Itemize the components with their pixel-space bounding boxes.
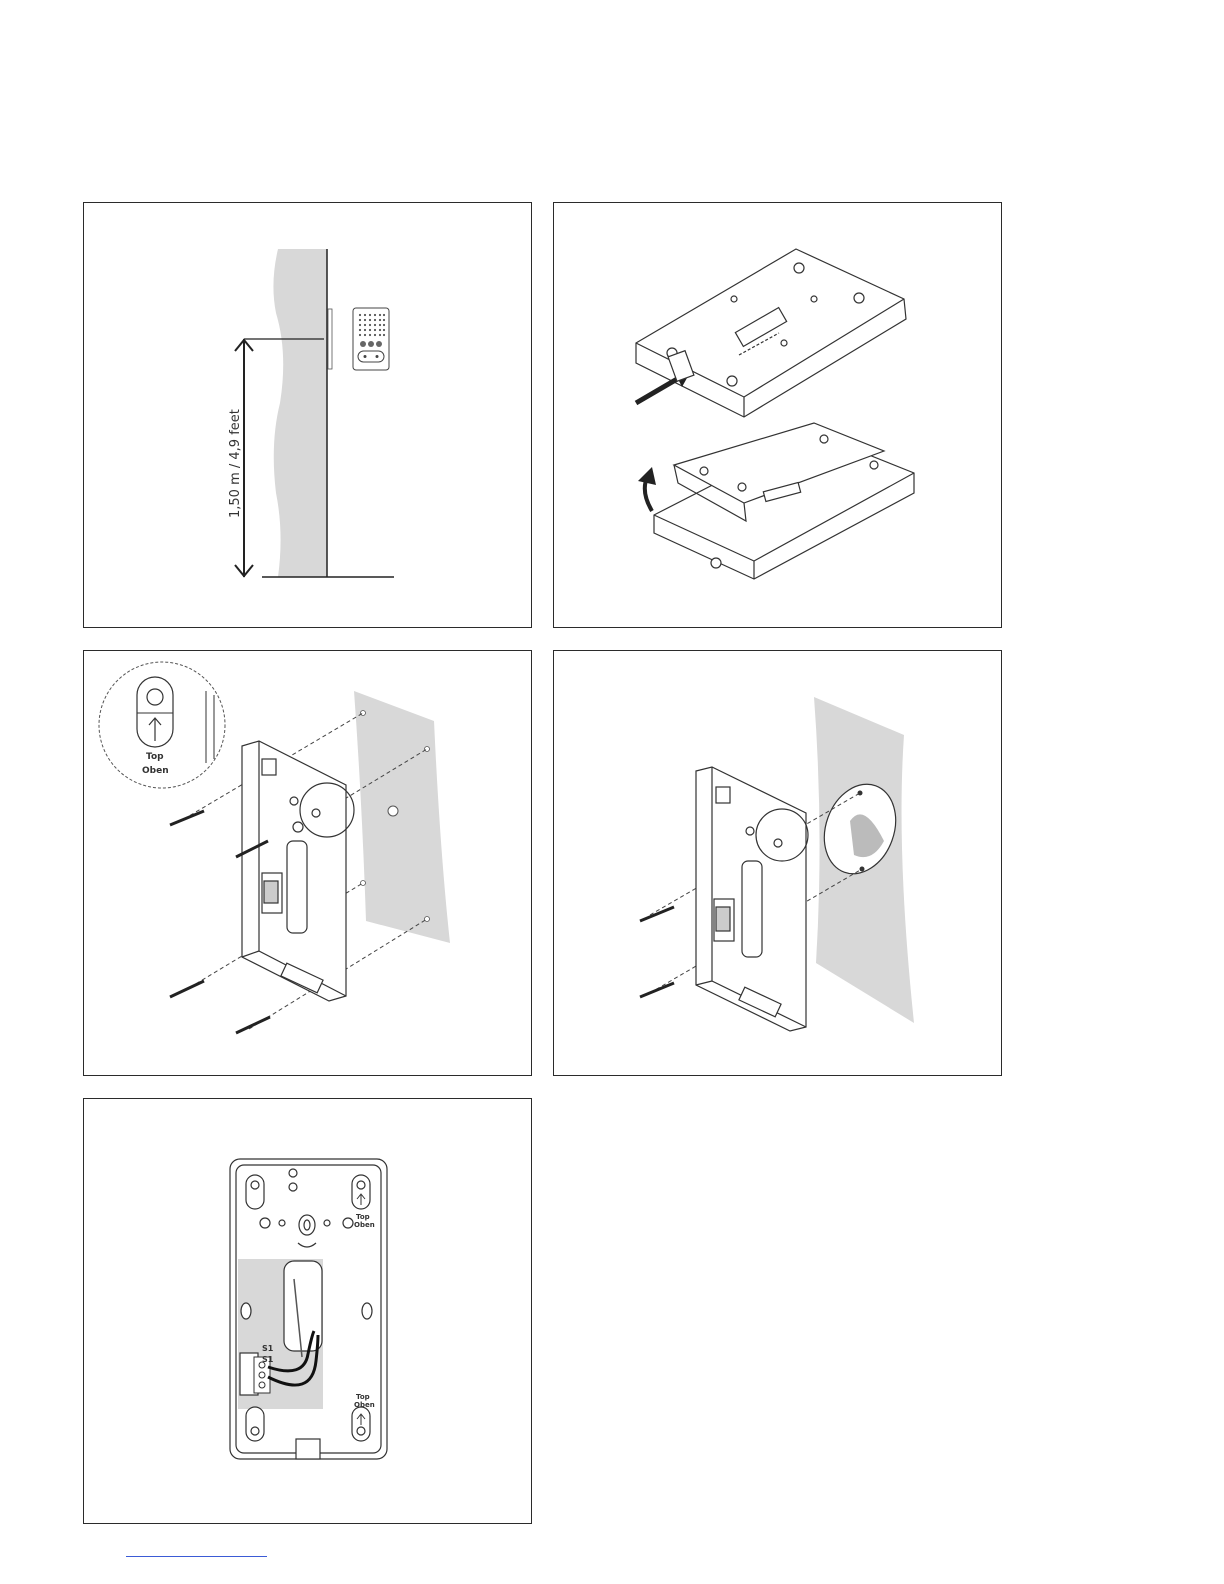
base-plate [242,741,346,1001]
panel-open-housing [553,202,1002,628]
screw-icon [640,907,674,997]
top-label: Top [146,752,164,762]
box-mounting-illustration [554,651,1003,1077]
panel-box-mounting [553,650,1002,1076]
terminal-label-s1-lower: S1 [262,1355,274,1364]
wall-mounting-illustration: Top Oben [84,651,533,1077]
wall-section [273,249,327,577]
footer-rule [126,1556,267,1557]
top-label-upper: Top [356,1213,370,1221]
height-label: 1,50 m / 4,9 feet [228,409,243,518]
housing-open [654,423,914,579]
top-label-lower: Top [356,1393,370,1401]
top-marker-callout: Top Oben [99,662,225,788]
base-plate [696,767,806,1031]
wiring-illustration: S1 S1 Top Oben Top Oben [84,1099,533,1525]
housing-closed [636,249,906,417]
wall-section [354,691,450,943]
intercom-unit-icon [353,308,389,370]
panel-wiring: S1 S1 Top Oben Top Oben [83,1098,532,1524]
rotate-arrow-icon [638,467,656,511]
mounting-height-illustration: 1,50 m / 4,9 feet [84,203,533,629]
oben-label-upper: Oben [354,1221,375,1229]
oben-label: Oben [142,766,169,776]
oben-label-lower: Oben [354,1401,375,1409]
panel-mounting-height: 1,50 m / 4,9 feet [83,202,532,628]
open-housing-illustration [554,203,1003,629]
terminal-label-s1-upper: S1 [262,1344,274,1353]
panel-wall-mounting: Top Oben [83,650,532,1076]
